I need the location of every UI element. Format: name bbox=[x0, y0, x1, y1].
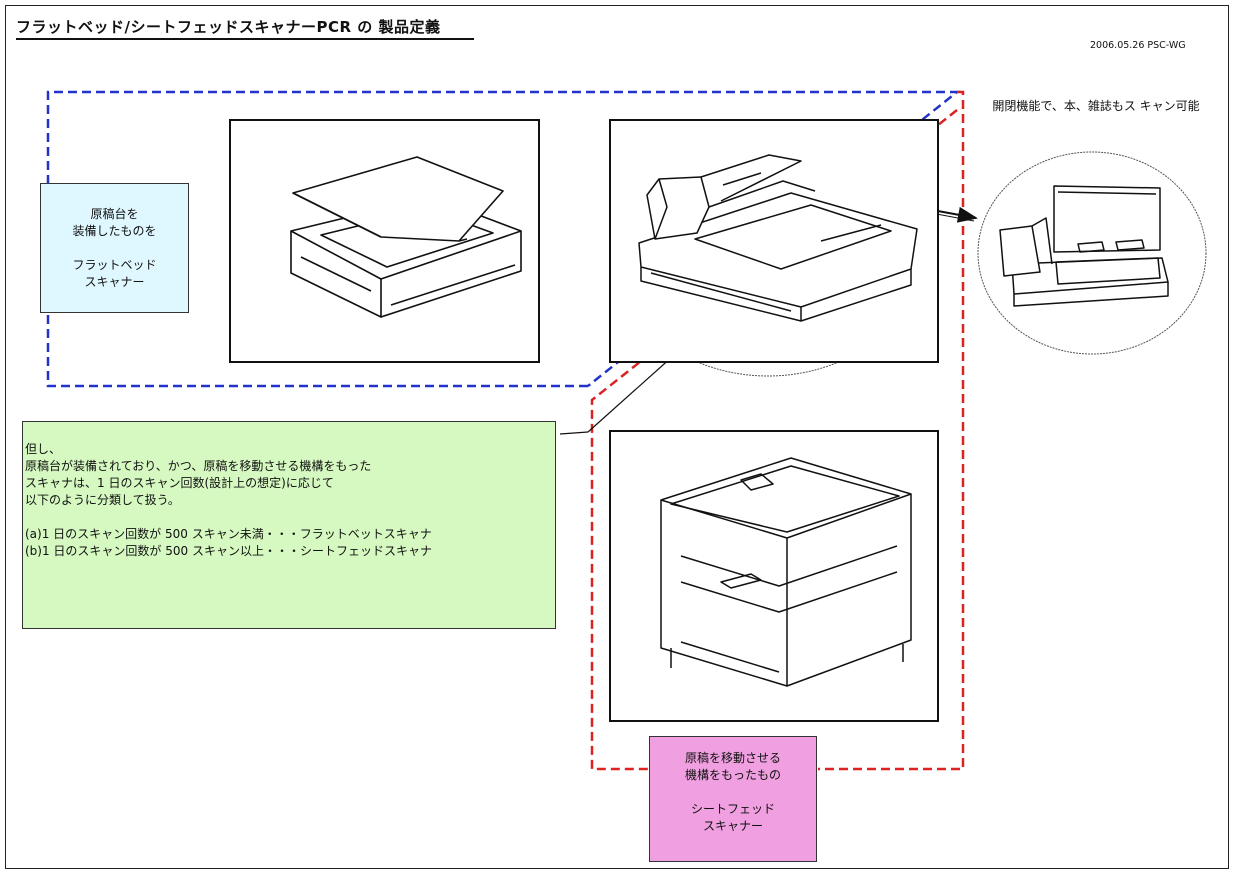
note-line: 以下のように分類して扱う。 bbox=[25, 493, 180, 507]
flatbed-definition-box: 原稿台を 装備したものを フラットベッド スキャナー bbox=[40, 183, 189, 313]
sheetfed-definition-box: 原稿を移動させる 機構をもったもの シートフェッド スキャナー bbox=[649, 736, 817, 862]
flatbed-box-line: 原稿台を bbox=[90, 207, 139, 221]
zoom-caption: 開閉機能で、本、雑誌もス キャン可能 bbox=[990, 98, 1202, 115]
feeder-scanner-icon bbox=[638, 154, 918, 322]
page-frame bbox=[5, 5, 1229, 869]
classification-note-box: 但し、 原稿台が装備されており、かつ、原稿を移動させる機構をもった スキャナは、… bbox=[22, 421, 556, 629]
flatbed-scanner-icon bbox=[290, 156, 522, 318]
note-line: 但し、 bbox=[25, 442, 62, 456]
date-stamp: 2006.05.26 PSC-WG bbox=[1090, 40, 1186, 51]
flatbed-box-line: スキャナー bbox=[84, 275, 145, 289]
sheetfed-scanner-icon bbox=[660, 457, 912, 687]
sheetfed-scanner-image bbox=[609, 430, 939, 722]
sheetfed-box-line: スキャナー bbox=[702, 819, 763, 833]
sheetfed-box-line: シートフェッド bbox=[690, 802, 775, 816]
open-lid-scanner-icon bbox=[999, 185, 1169, 307]
zoom-caption-line: 開閉機能で、本、雑誌もス bbox=[992, 99, 1136, 113]
note-line: (b)1 日のスキャン回数が 500 スキャン以上・・・シートフェッドスキャナ bbox=[25, 544, 432, 558]
sheetfed-region-border bbox=[818, 90, 965, 771]
flatbed-scanner-image bbox=[229, 119, 540, 363]
flatbed-box-line: 装備したものを bbox=[72, 224, 157, 238]
note-line: (a)1 日のスキャン回数が 500 スキャン未満・・・フラットベットスキャナ bbox=[25, 527, 432, 541]
flatbed-box-line: フラットベッド bbox=[72, 258, 157, 272]
note-pointer-line bbox=[559, 431, 589, 435]
zoom-caption-line: キャン可能 bbox=[1139, 99, 1200, 113]
open-lid-zoom-circle bbox=[977, 151, 1207, 355]
sheetfed-region-border-left bbox=[590, 109, 958, 771]
page-title: フラットベッド/シートフェッドスキャナーPCR の 製品定義 bbox=[16, 16, 475, 40]
flatbed-region-border bbox=[46, 90, 961, 388]
open-lid-scanner-image bbox=[992, 178, 1178, 310]
sheetfed-box-line: 機構をもったもの bbox=[684, 768, 781, 782]
feeder-scanner-image bbox=[609, 119, 939, 363]
note-line: 原稿台が装備されており、かつ、原稿を移動させる機構をもった bbox=[25, 459, 372, 473]
note-line: スキャナは、1 日のスキャン回数(設計上の想定)に応じて bbox=[25, 476, 334, 490]
sheetfed-box-line: 原稿を移動させる bbox=[684, 751, 781, 765]
